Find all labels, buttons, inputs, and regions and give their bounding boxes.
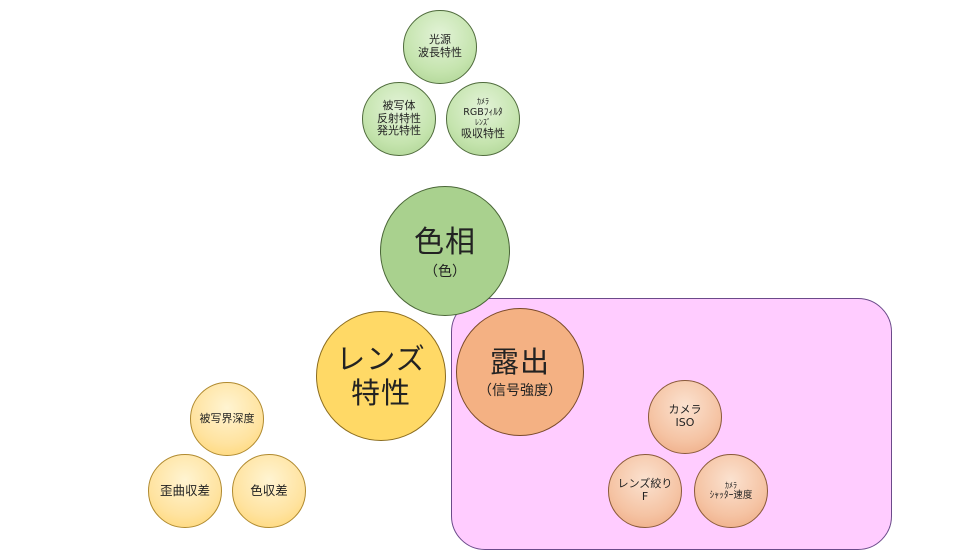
hue-subtitle: （色） bbox=[424, 264, 466, 281]
light-source-line1: 光源 bbox=[429, 33, 451, 47]
lens-circle: レンズ 特性 bbox=[316, 311, 446, 441]
exposure-subtitle: （信号強度） bbox=[478, 382, 562, 399]
exposure-title: 露出 bbox=[489, 344, 550, 379]
subject-line1: 被写体 bbox=[382, 98, 416, 112]
exposure-circle: 露出 （信号強度） bbox=[456, 308, 584, 436]
lens-aperture-line1: レンズ絞り bbox=[617, 477, 673, 491]
camera-filter-circle: ｶﾒﾗ RGBﾌｨﾙﾀ ﾚﾝｽﾞ 吸収特性 bbox=[446, 82, 520, 156]
shutter-speed-circle: ｶﾒﾗ ｼｬｯﾀｰ速度 bbox=[694, 454, 768, 528]
light-source-line2: 波長特性 bbox=[418, 46, 462, 59]
camera-filter-line1: ｶﾒﾗ bbox=[477, 97, 489, 107]
depth-of-field-label: 被写界深度 bbox=[199, 411, 255, 425]
chromatic-aberration-circle: 色収差 bbox=[232, 454, 306, 528]
chromatic-aberration-label: 色収差 bbox=[250, 482, 288, 498]
hue-circle: 色相 （色） bbox=[380, 186, 510, 316]
camera-iso-line1: カメラ bbox=[668, 403, 702, 417]
distortion-label: 歪曲収差 bbox=[159, 482, 210, 498]
subject-circle: 被写体 反射特性 発光特性 bbox=[362, 82, 436, 156]
depth-of-field-circle: 被写界深度 bbox=[190, 382, 264, 456]
distortion-circle: 歪曲収差 bbox=[148, 454, 222, 528]
camera-filter-line4: 吸収特性 bbox=[461, 126, 505, 140]
camera-filter-line2: RGBﾌｨﾙﾀ bbox=[463, 106, 503, 118]
lens-aperture-circle: レンズ絞り F bbox=[608, 454, 682, 528]
lens-aperture-line2: F bbox=[641, 490, 649, 503]
shutter-speed-line1: ｶﾒﾗ bbox=[725, 480, 737, 490]
subject-line2: 反射特性 bbox=[377, 111, 421, 125]
lens-line1: レンズ bbox=[336, 341, 426, 376]
light-source-circle: 光源 波長特性 bbox=[403, 10, 477, 84]
shutter-speed-line2: ｼｬｯﾀｰ速度 bbox=[709, 490, 753, 502]
camera-iso-line2: ISO bbox=[675, 416, 695, 429]
hue-title: 色相 bbox=[414, 225, 476, 261]
lens-line2: 特性 bbox=[350, 376, 411, 410]
camera-filter-line3: ﾚﾝｽﾞ bbox=[475, 118, 491, 128]
camera-iso-circle: カメラ ISO bbox=[648, 380, 722, 454]
subject-line3: 発光特性 bbox=[377, 124, 421, 138]
